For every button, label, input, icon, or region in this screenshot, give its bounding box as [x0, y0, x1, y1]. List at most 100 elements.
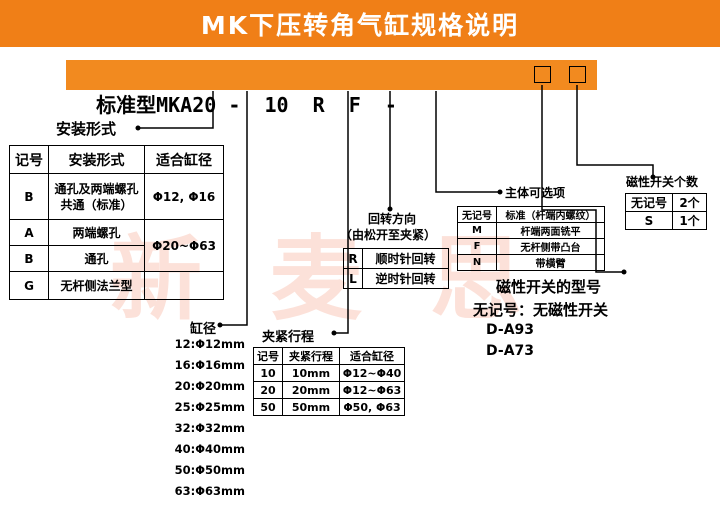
rotation-code: R — [343, 248, 363, 269]
switch-count-value: 1个 — [672, 211, 707, 230]
stroke-header-code: 记号 — [253, 347, 283, 365]
body-options-desc: 杆端两面铣平 — [496, 222, 605, 239]
model-code: 标准型MKA20 - 10 R F - — [72, 60, 397, 117]
body-options-desc: 带横臂 — [496, 254, 605, 271]
stroke-value: 20mm — [282, 381, 340, 399]
mount-header-bore: 适合缸径 — [144, 145, 224, 174]
body-options-code: N — [457, 254, 497, 271]
leader-dot-rotation — [387, 206, 393, 212]
leader-switch-count — [576, 85, 654, 175]
stroke-code: 10 — [253, 364, 283, 382]
bore-item: 50:Φ50mm — [174, 463, 245, 477]
stroke-header-stroke: 夹紧行程 — [282, 347, 340, 365]
body-options-row: M 杆端两面铣平 — [457, 222, 605, 239]
rotation-code: L — [343, 268, 363, 289]
mount-desc: 两端螺孔 — [48, 219, 145, 246]
rotation-subtitle: （由松开至夹紧） — [340, 228, 437, 242]
body-options-header-code: 无记号 — [457, 206, 497, 223]
stroke-code: 20 — [253, 381, 283, 399]
switch-model-line1: 无记号：无磁性开关 — [473, 301, 609, 319]
leader-dot-bore — [217, 322, 223, 328]
bore-item: 63:Φ63mm — [174, 484, 245, 498]
body-options-code: F — [457, 238, 497, 255]
option-box-1 — [534, 66, 551, 83]
bore-item: 25:Φ25mm — [174, 400, 245, 414]
stroke-value: 50mm — [282, 398, 340, 416]
bore-item: 20:Φ20mm — [174, 379, 245, 393]
leader-dot-switch-count — [650, 174, 656, 180]
leader-body-options — [435, 91, 498, 193]
rotation-row: L 逆时针回转 — [343, 268, 449, 289]
stroke-row: 20 20mm Φ12~Φ63 — [253, 381, 405, 399]
switch-count-row: S 1个 — [625, 211, 707, 230]
stroke-table: 记号 夹紧行程 适合缸径 10 10mm Φ12~Φ40 20 20mm Φ12… — [253, 347, 405, 416]
stroke-bore: Φ12~Φ63 — [339, 381, 405, 399]
switch-count-row: 无记号 2个 — [625, 193, 707, 212]
stroke-bore: Φ50, Φ63 — [339, 398, 405, 416]
bore-item: 16:Φ16mm — [174, 358, 245, 372]
switch-count-title: 磁性开关个数 — [626, 175, 699, 189]
mount-bore-empty — [144, 271, 224, 300]
leader-dot-switch-model — [621, 269, 627, 275]
switch-model-line3: D-A73 — [486, 343, 535, 359]
leader-bore — [222, 91, 248, 326]
model-code-prefix: 标准型 — [96, 93, 157, 117]
leader-mount — [140, 91, 214, 129]
stroke-header-bore: 适合缸径 — [339, 347, 405, 365]
switch-count-table: 无记号 2个 S 1个 — [625, 193, 707, 230]
mount-desc: 无杆侧法兰型 — [48, 271, 145, 300]
leader-dot-mount — [135, 125, 141, 131]
stroke-row: 50 50mm Φ50, Φ63 — [253, 398, 405, 416]
model-code-value: MKA20 - 10 R F - — [156, 93, 397, 117]
rotation-row: R 顺时针回转 — [343, 248, 449, 269]
mount-header-type: 安装形式 — [48, 145, 145, 174]
rotation-desc: 逆时针回转 — [362, 268, 449, 289]
mount-header-code: 记号 — [9, 145, 49, 174]
body-options-header-desc: 标准（杆端内螺纹） — [496, 206, 605, 223]
body-options-code: M — [457, 222, 497, 239]
bore-title: 缸径 — [190, 322, 217, 337]
stroke-code: 50 — [253, 398, 283, 416]
mount-code: B — [9, 245, 49, 272]
switch-count-code: 无记号 — [625, 193, 673, 212]
rotation-table: R 顺时针回转 L 逆时针回转 — [343, 248, 449, 289]
bore-list: 12:Φ12mm 16:Φ16mm 20:Φ20mm 25:Φ25mm 32:Φ… — [160, 334, 245, 502]
model-code-bar — [66, 60, 597, 90]
mount-row: B 通孔及两端螺孔共通（标准） Φ12, Φ16 — [9, 173, 224, 220]
body-options-desc: 无杆侧带凸台 — [496, 238, 605, 255]
switch-model-line2: D-A93 — [486, 322, 535, 338]
switch-count-code: S — [625, 211, 673, 230]
mount-title: 安装形式 — [56, 120, 117, 138]
option-box-2 — [569, 66, 586, 83]
mount-row: A 两端螺孔 Φ20~Φ63 — [9, 219, 224, 272]
leader-dot-body-options — [497, 189, 503, 195]
mount-table: 记号 安装形式 适合缸径 B 通孔及两端螺孔共通（标准） Φ12, Φ16 A … — [9, 145, 224, 300]
mount-bore: Φ20~Φ63 — [144, 219, 224, 272]
switch-count-value: 2个 — [672, 193, 707, 212]
mount-code: B — [9, 173, 49, 220]
page-title: MK下压转角气缸规格说明 — [200, 10, 520, 40]
body-options-row: N 带横臂 — [457, 254, 605, 271]
stroke-row: 10 10mm Φ12~Φ40 — [253, 364, 405, 382]
stroke-bore: Φ12~Φ40 — [339, 364, 405, 382]
mount-bore: Φ12, Φ16 — [144, 173, 224, 220]
body-options-table: 无记号 标准（杆端内螺纹） M 杆端两面铣平 F 无杆侧带凸台 N 带横臂 — [457, 206, 605, 271]
body-options-title: 主体可选项 — [505, 186, 566, 200]
stroke-value: 10mm — [282, 364, 340, 382]
mount-row: G 无杆侧法兰型 — [9, 271, 224, 300]
body-options-row: F 无杆侧带凸台 — [457, 238, 605, 255]
stroke-title: 夹紧行程 — [262, 330, 315, 345]
rotation-desc: 顺时针回转 — [362, 248, 449, 269]
rotation-title: 回转方向 — [368, 212, 417, 226]
bore-item: 32:Φ32mm — [174, 421, 245, 435]
title-bar: MK下压转角气缸规格说明 — [0, 0, 720, 47]
leader-stroke — [336, 91, 349, 334]
mount-code: A — [9, 219, 49, 246]
leader-dot-stroke — [331, 330, 337, 336]
mount-code: G — [9, 271, 49, 300]
mount-desc: 通孔及两端螺孔共通（标准） — [48, 173, 145, 220]
mount-row: B 通孔 — [9, 245, 224, 272]
switch-model-title: 磁性开关的型号 — [496, 278, 602, 296]
bore-item: 40:Φ40mm — [174, 442, 245, 456]
bore-item: 12:Φ12mm — [174, 337, 245, 351]
